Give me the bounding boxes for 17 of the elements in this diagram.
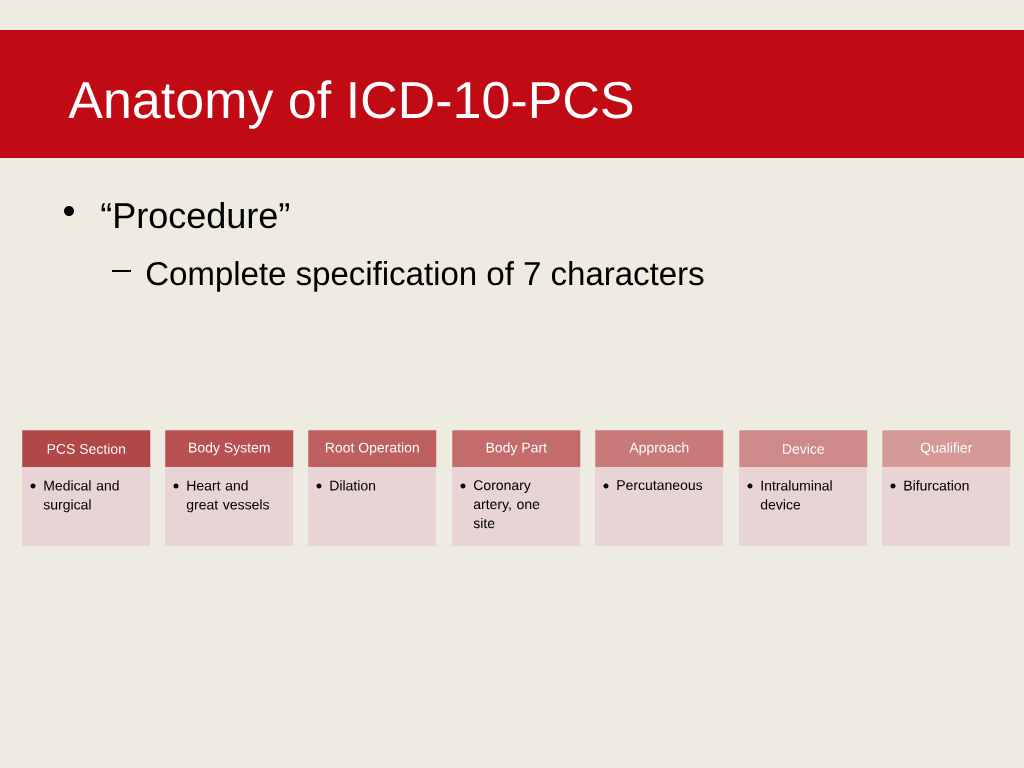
column-body: Dilation (308, 467, 436, 546)
column-header: Root Operation (308, 430, 437, 468)
slide-title: Anatomy of ICD-10-PCS (68, 80, 633, 129)
column-body: Heart and great vessels (165, 467, 293, 546)
column-header: Approach (595, 430, 724, 468)
column-body: Percutaneous (595, 467, 723, 546)
bullet-text: Complete specification of 7 characters (146, 261, 704, 292)
column-header: PCS Section (22, 430, 151, 468)
column-header: Body System (165, 430, 294, 468)
column-body: Coronary artery, one site (452, 467, 580, 546)
column-body: Intraluminal device (739, 467, 867, 546)
bullet-text: “Procedure” (101, 201, 289, 229)
column-header: Body Part (452, 430, 581, 468)
column-body: Bifurcation (882, 467, 1010, 546)
column-header: Device (739, 430, 868, 468)
column-body: Medical and surgical (22, 467, 150, 546)
column-header: Qualifier (882, 430, 1011, 468)
